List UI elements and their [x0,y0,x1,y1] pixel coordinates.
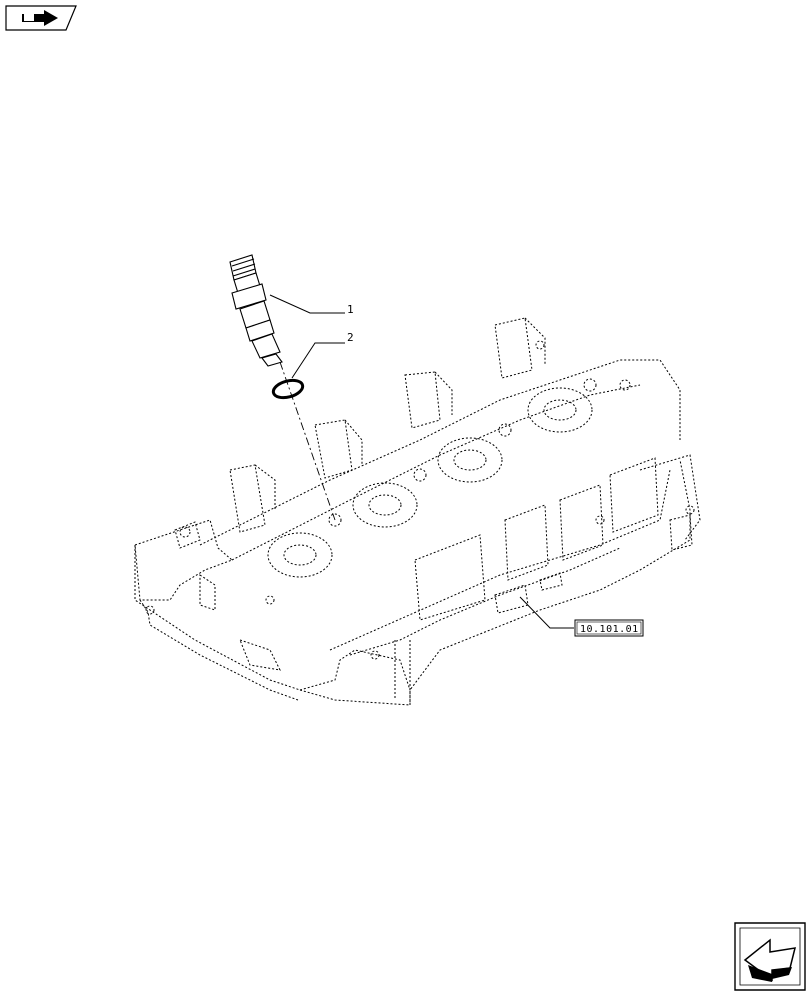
assembly-axis-line [279,361,336,521]
leader-lines [269,294,574,629]
cylinder-head-drawing [134,317,701,706]
fuel-injector-drawing [229,254,283,367]
callout-label-1: 1 [347,303,354,316]
reference-label: 10.101.01 [580,624,639,635]
reference-box[interactable]: 10.101.01 [574,619,644,637]
back-arrow-badge-icon[interactable] [5,5,77,31]
navigate-arrow-badge-icon[interactable] [734,922,806,991]
sealing-ring-drawing [271,378,305,400]
callout-label-2: 2 [347,331,354,344]
